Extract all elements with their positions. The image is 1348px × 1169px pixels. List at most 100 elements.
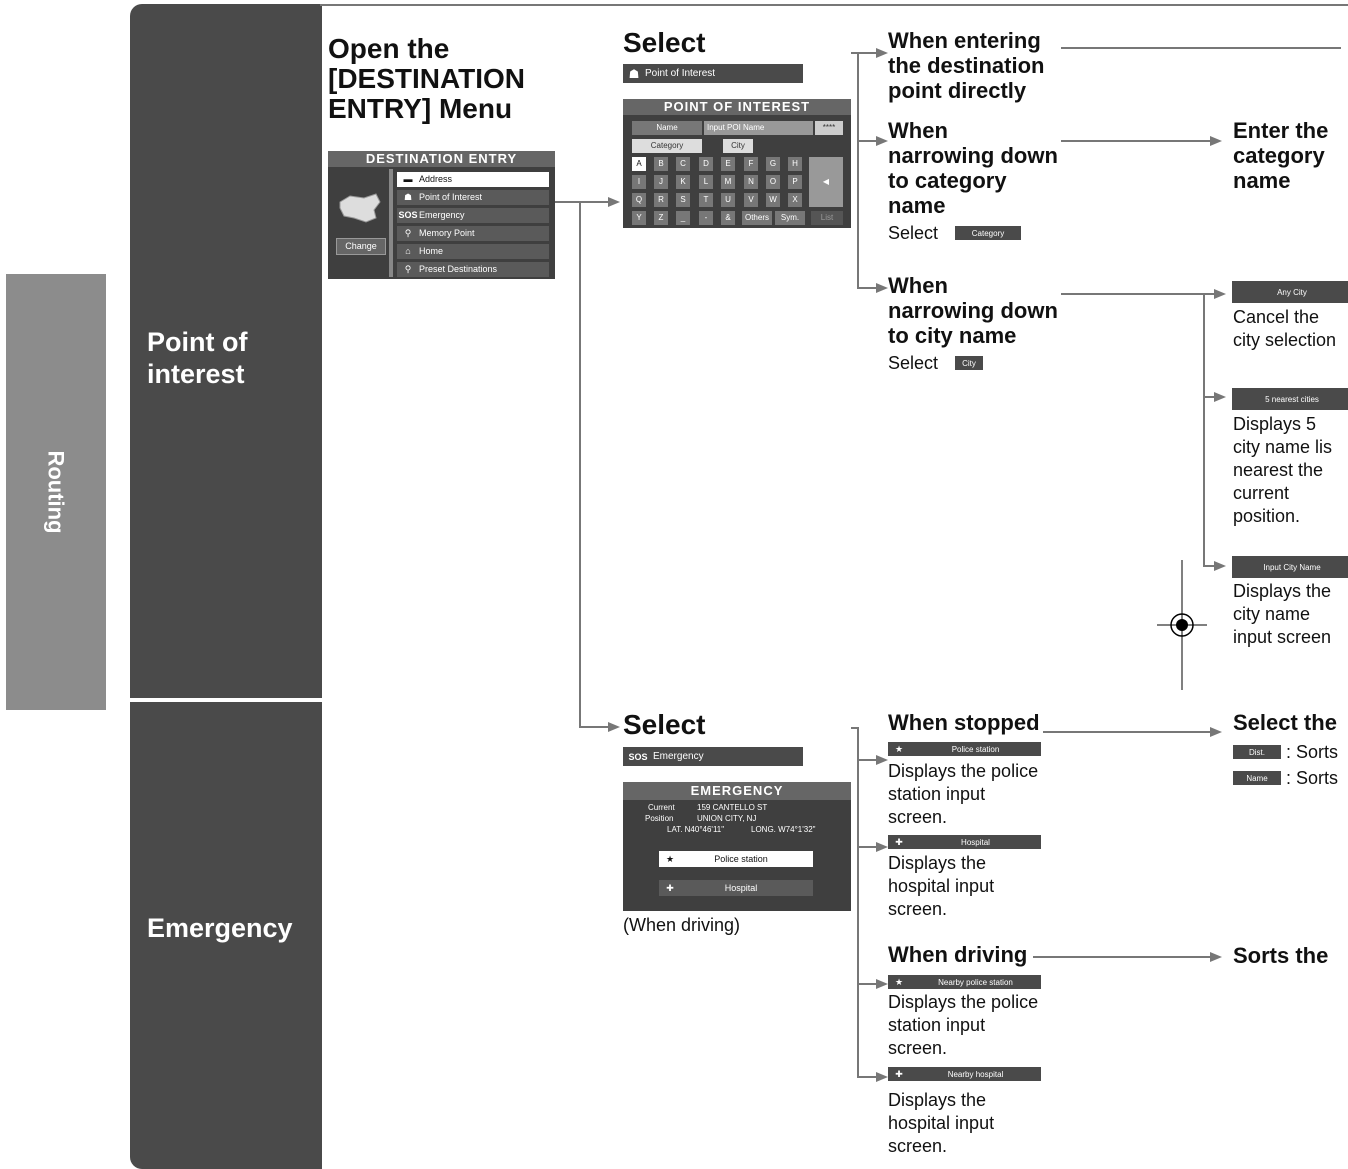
any-city-button[interactable]: Any City	[1232, 281, 1348, 303]
connector	[857, 759, 877, 761]
hospital-button[interactable]: ✚Hospital	[888, 835, 1041, 849]
city-button[interactable]: City	[723, 139, 753, 153]
nearest-cities-desc: Displays 5 city name lis nearest the cur…	[1233, 414, 1333, 526]
nearby-police-station-button[interactable]: ★Nearby police station	[888, 975, 1041, 989]
poi-icon: ☗	[628, 66, 640, 81]
connector	[579, 201, 609, 203]
star-icon: ★	[894, 976, 904, 987]
key-A[interactable]: A	[632, 157, 646, 171]
nearest-cities-button[interactable]: 5 nearest cities	[1232, 388, 1348, 410]
enter-category-heading: Enter the category name	[1233, 118, 1329, 193]
key-dash[interactable]: -	[699, 211, 713, 225]
key-L[interactable]: L	[699, 175, 713, 189]
name-sort-button[interactable]: Name	[1233, 771, 1281, 785]
police-station-button[interactable]: ★Police station	[659, 851, 813, 867]
section-emergency-sidebar	[130, 702, 322, 1169]
key-F[interactable]: F	[744, 157, 758, 171]
menu-scrollbar[interactable]	[389, 169, 393, 277]
key-H[interactable]: H	[788, 157, 802, 171]
menu-item-address[interactable]: ▬Address	[397, 172, 549, 187]
arrow-icon	[1214, 289, 1226, 299]
top-rule	[320, 4, 1348, 6]
key-Q[interactable]: Q	[632, 193, 646, 207]
arrow-icon	[876, 755, 888, 765]
dist-button[interactable]: Dist.	[1233, 745, 1281, 759]
category-button[interactable]: Category	[955, 226, 1021, 240]
connector	[857, 983, 877, 985]
key-D[interactable]: D	[699, 157, 713, 171]
connector	[1203, 565, 1215, 567]
hospital-button[interactable]: ✚Hospital	[659, 880, 813, 896]
change-button[interactable]: Change	[336, 238, 386, 255]
city-heading: When narrowing down to city name	[888, 273, 1058, 348]
key-V[interactable]: V	[744, 193, 758, 207]
sorts-by-dist: : Sorts	[1286, 742, 1339, 762]
police-stopped-desc: Displays the police station input screen…	[888, 761, 1039, 827]
emergency-screen-title: EMERGENCY	[623, 782, 851, 800]
connector	[1033, 956, 1211, 958]
key-I[interactable]: I	[632, 175, 646, 189]
key-sym[interactable]: Sym.	[775, 211, 805, 225]
key-Z[interactable]: Z	[654, 211, 668, 225]
key-B[interactable]: B	[654, 157, 668, 171]
key-X[interactable]: X	[788, 193, 802, 207]
poi-name-input[interactable]: Input POI Name	[704, 121, 813, 135]
key-ampersand[interactable]: &	[721, 211, 735, 225]
section-emergency-label: Emergency	[147, 913, 293, 943]
key-others[interactable]: Others	[742, 211, 772, 225]
input-city-desc: Displays the city name input screen	[1233, 581, 1332, 647]
key-M[interactable]: M	[721, 175, 735, 189]
connector	[1203, 396, 1215, 398]
poi-screen: POINT OF INTEREST Name Input POI Name **…	[623, 99, 851, 228]
name-label: Name	[632, 121, 702, 135]
menu-item-poi[interactable]: ☗Point of Interest	[397, 190, 549, 205]
key-W[interactable]: W	[766, 193, 780, 207]
poi-button[interactable]: ☗Point of Interest	[623, 64, 803, 83]
key-O[interactable]: O	[766, 175, 780, 189]
stars-button[interactable]: ****	[815, 121, 843, 135]
key-C[interactable]: C	[676, 157, 690, 171]
address-line-2: UNION CITY, NJ	[697, 814, 757, 823]
routing-tab	[6, 274, 106, 710]
key-T[interactable]: T	[699, 193, 713, 207]
key-U[interactable]: U	[721, 193, 735, 207]
menu-item-memory-point[interactable]: ⚲Memory Point	[397, 226, 549, 241]
key-underscore[interactable]: _	[676, 211, 690, 225]
connector	[851, 52, 859, 54]
arrow-icon	[876, 283, 888, 293]
hospital-driving-desc: Displays the hospital input screen.	[888, 1090, 995, 1156]
category-button[interactable]: Category	[632, 139, 702, 153]
connector	[1061, 47, 1341, 49]
key-E[interactable]: E	[721, 157, 735, 171]
arrow-icon	[608, 722, 620, 732]
section-poi-label: Point of interest	[147, 327, 248, 389]
key-R[interactable]: R	[654, 193, 668, 207]
star-icon: ★	[894, 743, 904, 754]
key-P[interactable]: P	[788, 175, 802, 189]
back-arrow-button[interactable]: ◀	[809, 157, 843, 207]
open-menu-heading: Open the [DESTINATION ENTRY] Menu	[328, 33, 526, 124]
key-Y[interactable]: Y	[632, 211, 646, 225]
key-S[interactable]: S	[676, 193, 690, 207]
key-G[interactable]: G	[766, 157, 780, 171]
key-J[interactable]: J	[654, 175, 668, 189]
city-button[interactable]: City	[955, 356, 983, 370]
select-city-label: Select	[888, 353, 939, 373]
menu-item-preset-destinations[interactable]: ⚲Preset Destinations	[397, 262, 549, 277]
arrow-icon	[1210, 952, 1222, 962]
nearby-hospital-button[interactable]: ✚Nearby hospital	[888, 1067, 1041, 1081]
key-N[interactable]: N	[744, 175, 758, 189]
arrow-icon	[1214, 392, 1226, 402]
poi-select-heading: Select	[623, 27, 706, 58]
police-station-button[interactable]: ★Police station	[888, 742, 1041, 756]
menu-item-home[interactable]: ⌂Home	[397, 244, 549, 259]
key-K[interactable]: K	[676, 175, 690, 189]
position-label: Position	[645, 814, 674, 823]
list-button[interactable]: List	[811, 211, 843, 225]
arrow-icon	[876, 136, 888, 146]
connector	[579, 201, 581, 727]
input-city-name-button[interactable]: Input City Name	[1232, 556, 1348, 578]
em-select-heading: Select	[623, 709, 706, 740]
